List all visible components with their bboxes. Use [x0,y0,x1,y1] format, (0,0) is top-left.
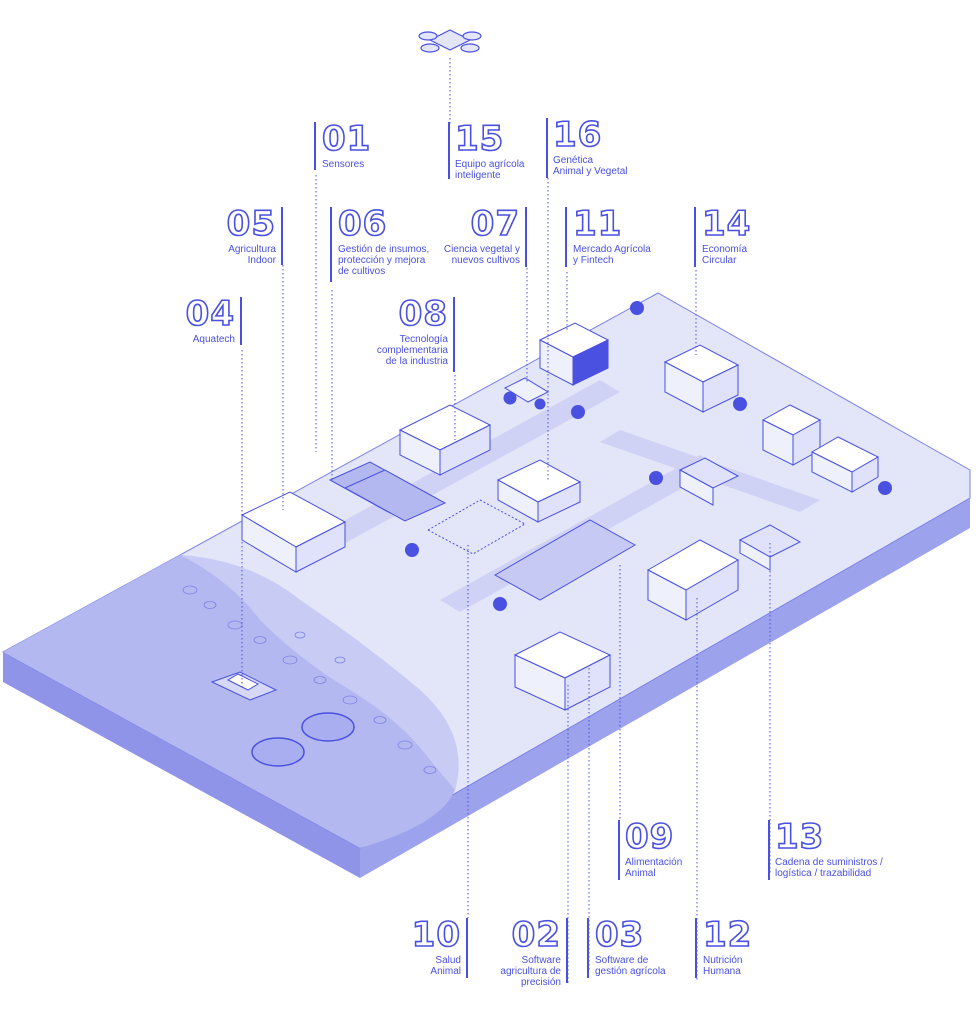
label-08: 08 Tecnología complementaria de la indus… [340,294,448,367]
label-06-text: Gestión de insumos, protección y mejora … [338,244,430,277]
label-02: 02 Software agricultura de precisión [478,915,561,988]
label-08-text: Tecnología complementaria de la industri… [376,334,448,367]
label-bar-09 [618,820,620,880]
label-16-number: 16 [552,115,603,155]
label-03: 03 Software de gestión agrícola [594,915,666,977]
label-04-text: Aquatech [192,334,235,345]
label-bar-07 [525,207,527,267]
label-15: 15 Equipo agrícola inteligente [454,119,525,181]
label-16: 16 Genética Animal y Vegetal [552,115,628,177]
barn-16 [496,459,582,523]
label-12-number: 12 [702,915,753,955]
label-07-number: 07 [470,204,520,244]
label-06-number: 06 [337,204,388,244]
crop-field [493,519,637,601]
label-15-text: Equipo agrícola inteligente [455,159,525,181]
label-bar-08 [453,297,455,372]
houses [761,404,880,493]
label-bar-13 [768,820,770,880]
label-bar-11 [565,207,567,267]
label-bar-10 [466,918,468,978]
label-04: 04 Aquatech [150,294,235,345]
label-bar-14 [694,207,696,267]
fish-pen [301,712,355,742]
label-05-number: 05 [226,204,276,244]
label-12: 12 Nutrición Humana [702,915,753,977]
label-04-number: 04 [185,294,235,334]
label-bar-01 [314,122,316,170]
label-02-text: Software agricultura de precisión [500,955,561,988]
label-01-number: 01 [321,119,372,159]
drone-icon [418,29,482,53]
label-09: 09 Alimentación Animal [624,817,683,879]
label-02-number: 02 [511,915,561,955]
label-08-number: 08 [398,294,448,334]
slab-left-side [3,652,360,878]
tractor [503,377,550,410]
label-10-number: 10 [411,915,461,955]
warehouse-12 [646,539,740,621]
label-13-text: Cadena de suministros / logística / traz… [775,857,883,879]
label-11-text: Mercado Agrícola y Fintech [573,244,651,266]
label-bar-04 [240,297,242,345]
label-14: 14 Economía Circular [701,204,752,266]
label-14-number: 14 [701,204,752,244]
label-13: 13 Cadena de suministros / logística / t… [774,817,883,879]
leader-lines [241,58,771,983]
label-bar-12 [695,918,697,978]
fish-pen [251,737,305,767]
label-05: 05 Agricultura Indoor [170,204,276,266]
label-09-number: 09 [624,817,675,857]
label-01: 01 Sensores [321,119,372,170]
recycling-building-14 [663,344,740,413]
office-02-03 [513,631,612,711]
label-13-number: 13 [774,817,825,857]
label-11-number: 11 [572,204,623,244]
label-03-number: 03 [594,915,645,955]
solar-panels [328,461,447,522]
label-16-text: Genética Animal y Vegetal [553,155,628,177]
label-14-text: Economía Circular [702,244,748,266]
water-body [3,555,459,848]
label-bar-15 [448,122,450,179]
ground-surface [1,292,971,849]
label-10: 10 Salud Animal [390,915,461,977]
cattle-fence [426,499,527,555]
slab-right-side [360,498,970,878]
label-09-text: Alimentación Animal [625,857,683,879]
label-12-text: Nutrición Humana [703,955,743,977]
greenhouse [240,491,347,573]
house-08 [398,404,492,476]
trees [405,301,892,611]
label-bar-05 [281,207,283,265]
label-15-number: 15 [454,119,505,159]
pebbles [182,585,437,774]
label-bar-03 [587,918,589,978]
trucks [678,457,802,571]
label-07-text: Ciencia vegetal y nuevos cultivos [443,244,520,266]
boat [210,671,278,701]
label-01-text: Sensores [322,159,365,170]
label-bar-16 [546,118,548,178]
label-11: 11 Mercado Agrícola y Fintech [572,204,651,266]
label-07: 07 Ciencia vegetal y nuevos cultivos [420,204,520,266]
label-05-text: Agricultura Indoor [228,244,276,266]
label-03-text: Software de gestión agrícola [595,955,666,977]
label-bar-02 [566,918,568,983]
label-06: 06 Gestión de insumos, protección y mejo… [337,204,430,277]
label-bar-06 [330,207,332,282]
label-10-text: Salud Animal [430,955,461,977]
